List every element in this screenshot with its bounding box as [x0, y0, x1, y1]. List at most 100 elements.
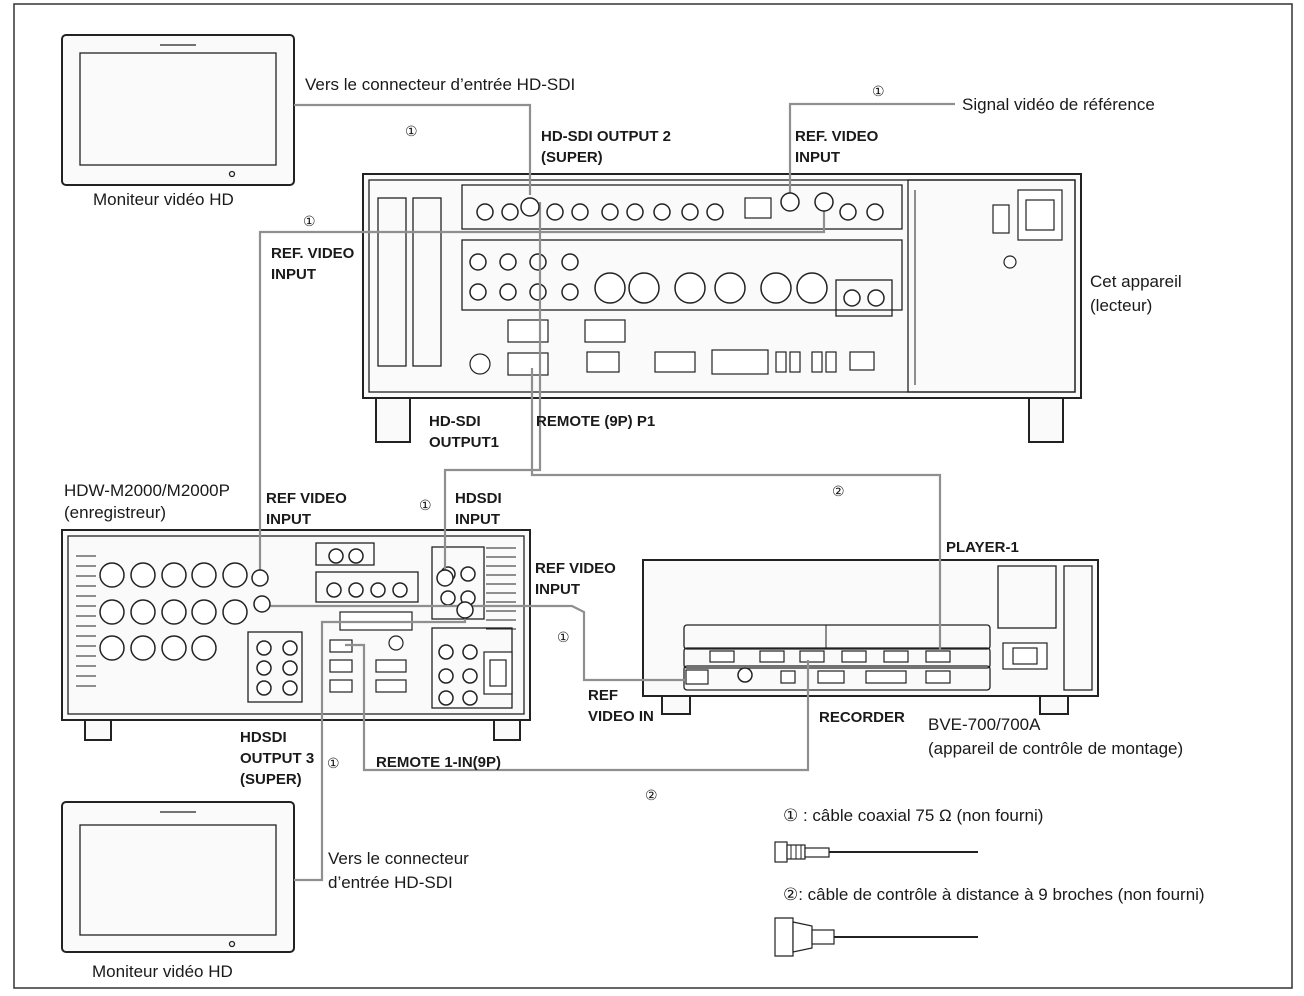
hdsdi-output3-3: (SUPER) [240, 771, 302, 788]
hdsdi-output3-2: OUTPUT 3 [240, 750, 314, 767]
xlr-port [99, 635, 125, 661]
ref-video-input-left-1: REF. VIDEO [271, 245, 355, 262]
bnc-port [843, 289, 861, 307]
bnc-port [328, 548, 344, 564]
bnc-port [462, 690, 478, 706]
diagram-frame [13, 3, 1293, 989]
bnc-port [282, 640, 298, 656]
xlr-port [191, 599, 217, 625]
xlr-port [628, 272, 660, 304]
bnc-port [326, 582, 342, 598]
cet-appareil-label-1: Cet appareil [1090, 272, 1182, 291]
remote-cable-icon [774, 917, 978, 957]
bnc-port [476, 203, 494, 221]
xlr-port [161, 635, 187, 661]
bnc-port [469, 253, 487, 271]
xlr-port [191, 562, 217, 588]
bnc-port [392, 582, 408, 598]
bnc-port [440, 590, 456, 606]
bnc-port [681, 203, 699, 221]
xlr-port [130, 599, 156, 625]
bnc-port [438, 668, 454, 684]
signal-ref-label: Signal vidéo de référence [962, 95, 1155, 114]
ref-video-input-top-2: INPUT [795, 149, 840, 166]
ref-video-in-2: VIDEO IN [588, 708, 654, 725]
bnc-port [282, 660, 298, 676]
bnc-port [706, 203, 724, 221]
circle-1-ref-left: ① [303, 213, 316, 229]
xlr-port [130, 635, 156, 661]
bnc-port [438, 690, 454, 706]
recorder-label: RECORDER [819, 709, 905, 726]
bnc-port [499, 253, 517, 271]
hdsdi-input-2: INPUT [455, 511, 500, 528]
bnc-port [348, 582, 364, 598]
bnc-port [499, 283, 517, 301]
bnc-port [561, 283, 579, 301]
xlr-port [191, 635, 217, 661]
hd-monitor-top [61, 34, 295, 186]
hdsdi-input-1: HDSDI [455, 490, 502, 507]
circle-2-remote-p1: ② [832, 483, 845, 499]
player1-label: PLAYER-1 [946, 539, 1019, 556]
bnc-port [256, 660, 272, 676]
xlr-port [161, 599, 187, 625]
bve-controller [642, 559, 1099, 715]
hdw-label-2: (enregistreur) [64, 503, 166, 522]
remote-1-in: REMOTE 1-IN(9P) [376, 754, 501, 771]
bnc-port [438, 644, 454, 660]
bve-label-1: BVE-700/700A [928, 715, 1041, 734]
xlr-port [594, 272, 626, 304]
hdsdi-output3-1: HDSDI [240, 729, 287, 746]
bnc-port [626, 203, 644, 221]
remote-9p-p1: REMOTE (9P) P1 [536, 413, 655, 430]
ref-video-input-left-2: INPUT [271, 266, 316, 283]
xlr-port [99, 562, 125, 588]
circle-1-monitor-top: ① [405, 123, 418, 139]
monitor-top-label: Moniteur vidéo HD [93, 190, 234, 209]
bnc-port [839, 203, 857, 221]
xlr-port [222, 562, 248, 588]
bnc-port [561, 253, 579, 271]
xlr-port [674, 272, 706, 304]
ref-video-input-hdw-2: INPUT [266, 511, 311, 528]
bnc-port [462, 644, 478, 660]
circle-1-signal-ref: ① [872, 83, 885, 99]
cet-appareil-label-2: (lecteur) [1090, 296, 1152, 315]
ref-video-in-1: REF [588, 687, 618, 704]
legend-item-2: ②: câble de contrôle à distance à 9 broc… [783, 885, 1205, 904]
ref-video-input-hdw-1: REF VIDEO [266, 490, 347, 507]
bnc-port [348, 548, 364, 564]
legend-item-1: ① : câble coaxial 75 Ω (non fourni) [783, 806, 1043, 825]
bnc-port [529, 283, 547, 301]
ref-video-input-right-2: INPUT [535, 581, 580, 598]
bnc-port [653, 203, 671, 221]
xlr-port [760, 272, 792, 304]
coax-cable-icon [774, 841, 978, 863]
bnc-port [256, 680, 272, 696]
bnc-port [867, 289, 885, 307]
circle-1-output3: ① [327, 755, 340, 771]
monitor-bottom-label: Moniteur vidéo HD [92, 962, 233, 981]
bnc-port [370, 582, 386, 598]
xlr-port [796, 272, 828, 304]
bnc-port [501, 203, 519, 221]
xlr-port [222, 599, 248, 625]
xlr-port [99, 599, 125, 625]
hd-monitor-bottom [61, 801, 295, 953]
vers-hdsdi-top: Vers le connecteur d’entrée HD-SDI [305, 75, 575, 94]
bnc-connectors [251, 192, 834, 683]
bnc-port [529, 253, 547, 271]
vers-hdsdi-bottom-1: Vers le connecteur [328, 849, 469, 868]
ref-video-input-right-1: REF VIDEO [535, 560, 616, 577]
bnc-port [866, 203, 884, 221]
hdsdi-output2-1: HD-SDI OUTPUT 2 [541, 128, 671, 145]
xlr-port [714, 272, 746, 304]
bnc-port [256, 640, 272, 656]
bnc-port [601, 203, 619, 221]
circle-1-ref-right: ① [557, 629, 570, 645]
bnc-port [571, 203, 589, 221]
bnc-port [546, 203, 564, 221]
vers-hdsdi-bottom-2: d’entrée HD-SDI [328, 873, 453, 892]
